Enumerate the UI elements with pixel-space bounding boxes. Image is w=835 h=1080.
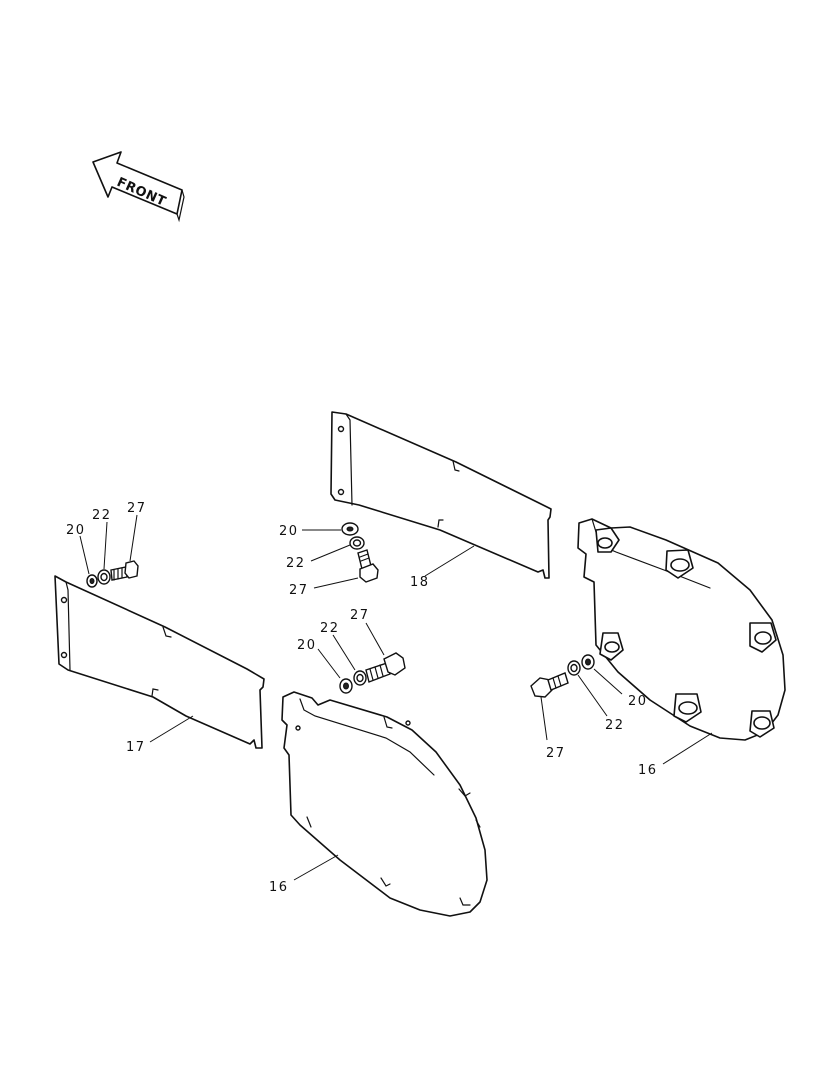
hardware-left: [86, 560, 139, 588]
callouts: 20 22 27 20 22 27 20 22 27 20 22 27 17 1…: [66, 501, 658, 895]
callout-mid-lockwasher: 22: [320, 621, 340, 636]
callout-right-bolt: 27: [546, 746, 566, 761]
callout-mid-washer: 20: [297, 638, 317, 653]
leader-lines: [79, 514, 713, 881]
callout-right-washer: 20: [628, 694, 648, 709]
callout-top-washer: 20: [279, 524, 299, 539]
callout-cover-16-right: 16: [638, 763, 658, 778]
plate-17: [54, 575, 265, 749]
cover-16-center: [281, 691, 488, 917]
callout-right-lockwasher: 22: [605, 718, 625, 733]
callout-left-washer: 20: [66, 523, 86, 538]
cover-16-right: [577, 518, 786, 741]
callout-top-bolt: 27: [289, 583, 309, 598]
callout-left-bolt: 27: [127, 501, 147, 516]
callout-top-lockwasher: 22: [286, 556, 306, 571]
hardware-right: [530, 654, 595, 698]
callout-mid-bolt: 27: [350, 608, 370, 623]
hardware-top: [341, 522, 379, 583]
callout-plate-17: 17: [126, 740, 146, 755]
front-arrow: FRONT: [92, 151, 185, 223]
hardware-middle: [339, 652, 406, 694]
callout-plate-18: 18: [410, 575, 430, 590]
callout-cover-16-center: 16: [269, 880, 289, 895]
callout-left-lockwasher: 22: [92, 508, 112, 523]
plate-18: [330, 411, 552, 579]
